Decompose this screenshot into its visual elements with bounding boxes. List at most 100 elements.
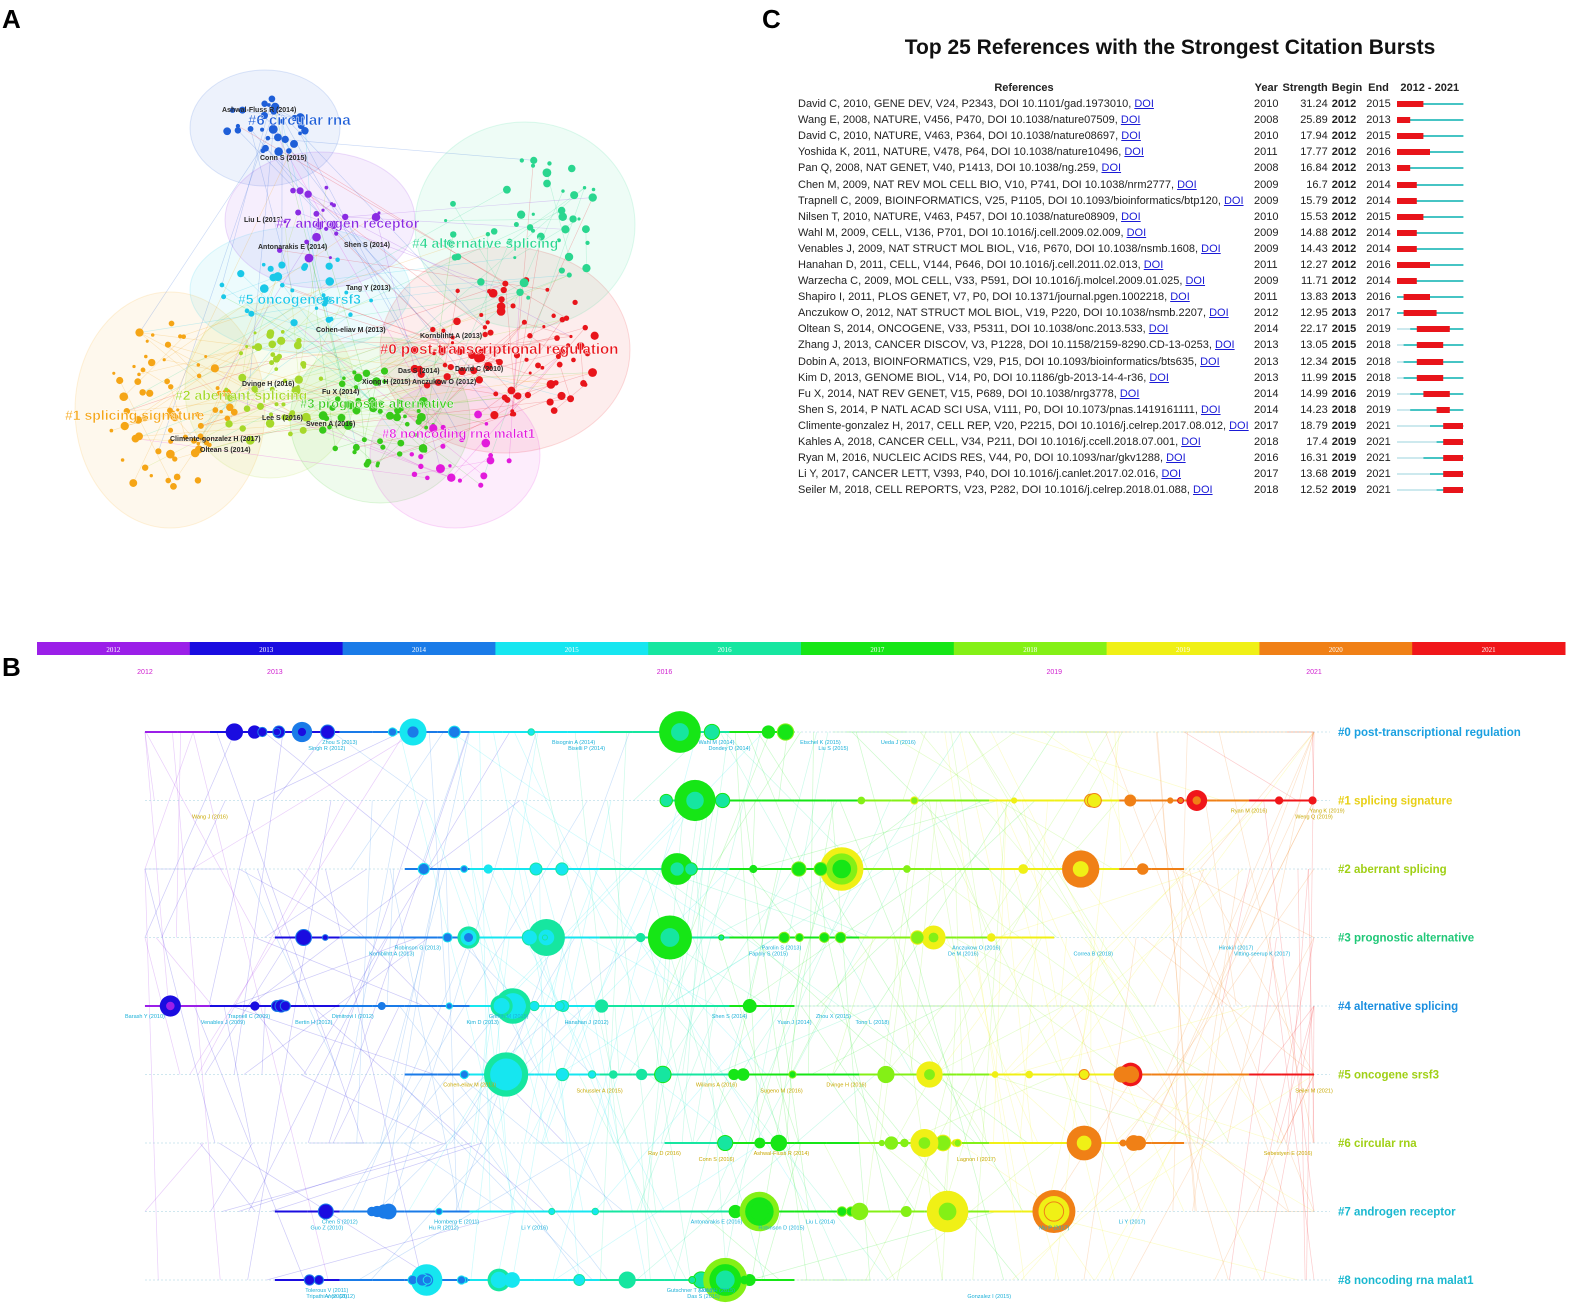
timeline-node [742,999,757,1013]
doi-link[interactable]: DOI [1121,210,1141,223]
burst-bar-segment [1429,408,1437,411]
end-cell: 2018 [1366,371,1391,384]
burst-interval [1416,358,1443,365]
timeline-node [1167,797,1174,804]
strength-cell: 12.34 [1300,355,1328,368]
network-node [137,372,141,377]
network-node [475,376,483,384]
timeline-node [548,1207,556,1216]
network-node [132,364,136,369]
network-node [580,344,584,349]
doi-link[interactable]: DOI [1223,194,1244,207]
doi-link[interactable]: DOI [1229,419,1249,432]
doi-link[interactable]: DOI [1200,355,1220,368]
timeline-link [747,868,800,938]
network-node [238,373,247,382]
doi-link[interactable]: DOI [1161,468,1181,481]
doi-link[interactable]: DOI [1166,452,1186,465]
timeline-node-label: Das S (2015) [687,1294,720,1300]
doi-link[interactable]: DOI [1124,146,1144,159]
doi-link[interactable]: DOI [1177,178,1197,191]
network-node [440,443,446,449]
network-edge [415,322,525,436]
network-node [551,313,556,318]
color-bar-segment [648,642,802,655]
burst-bar-segment [1396,489,1404,492]
timeline-node-label: Shen S (2014) [712,1014,748,1020]
begin-cell: 2013 [1331,291,1357,304]
burst-bar-segment [1456,231,1464,234]
timeline-node [927,931,940,944]
burst-bar-segment [1436,263,1444,266]
doi-link[interactable]: DOI [1143,258,1164,271]
reference-text: Shen S, 2014, P NATL ACAD SCI USA, V111,… [798,403,1201,416]
burst-interval [1396,101,1424,108]
doi-link[interactable]: DOI [1101,162,1122,175]
network-node [212,407,219,413]
burst-bar [1396,278,1464,285]
timeline-node-label: Wang J (2016) [192,815,228,821]
timeline-node [504,1272,520,1288]
timeline-link [1307,868,1315,1144]
burst-bar-segment [1423,489,1431,492]
reference-cell: Oltean S, 2014, ONCOGENE, V33, P5311, DO… [796,321,1252,337]
timeline-node [669,861,685,877]
doi-link[interactable]: DOI [1209,307,1229,320]
network-node [572,299,578,306]
doi-link[interactable]: DOI [1148,323,1169,336]
doi-link[interactable]: DOI [1120,114,1141,127]
network-node [171,413,179,422]
timeline-node [635,932,646,943]
timeline-link [231,1005,435,1075]
doi-link[interactable]: DOI [1201,242,1221,255]
timeline-link [578,1074,687,1281]
burst-row: Wahl M, 2009, CELL, V136, P701, DOI 10.1… [796,225,1467,241]
timeline-link [1071,1005,1142,1212]
network-node [486,456,495,465]
doi-link[interactable]: DOI [1200,403,1221,416]
burst-row: Li Y, 2017, CANCER LETT, V393, P40, DOI … [796,466,1467,482]
timeline-node [1274,796,1284,805]
burst-bar-segment [1449,263,1457,266]
network-node [327,424,332,430]
burst-bar [1396,197,1464,204]
doi-link[interactable]: DOI [1121,130,1141,143]
network-node [120,421,129,431]
burst-bar-segment [1396,473,1404,476]
doi-link[interactable]: DOI [1119,387,1140,400]
network-node [290,139,298,148]
burst-bar-segment [1449,103,1457,106]
year-cell: 2013 [1254,339,1279,352]
network-edge [371,279,527,301]
doi-link[interactable]: DOI [1185,275,1206,288]
burst-bar-segment [1436,441,1444,444]
network-node [260,148,266,154]
network-node [144,354,148,359]
network-node [502,280,509,287]
timeline-link [479,731,491,1212]
timeline-link [539,868,544,1075]
doi-link[interactable]: DOI [1134,98,1154,111]
burst-bar-segment [1436,473,1444,476]
doi-link[interactable]: DOI [1126,226,1147,239]
network-node [149,473,153,478]
doi-link[interactable]: DOI [1181,436,1201,449]
burst-bar-segment [1416,408,1424,411]
network-node [442,362,448,368]
begin-cell: 2012 [1331,178,1357,191]
network-node [558,212,568,221]
timeline-node-label: Seiler M (2021) [1295,1089,1333,1095]
network-node [506,238,513,245]
network-node [277,336,286,345]
network-node [329,404,336,411]
doi-link[interactable]: DOI [1149,371,1169,384]
network-node [563,315,570,321]
reference-cell: Trapnell C, 2009, BIOINFORMATICS, V25, P… [796,193,1252,209]
network-node [458,367,466,376]
network-node [318,376,324,381]
doi-link[interactable]: DOI [1215,339,1235,352]
doi-link[interactable]: DOI [1193,484,1213,497]
doi-link[interactable]: DOI [1170,291,1190,304]
year-cell: 2008 [1254,114,1279,127]
burst-bar-segment [1423,183,1431,186]
